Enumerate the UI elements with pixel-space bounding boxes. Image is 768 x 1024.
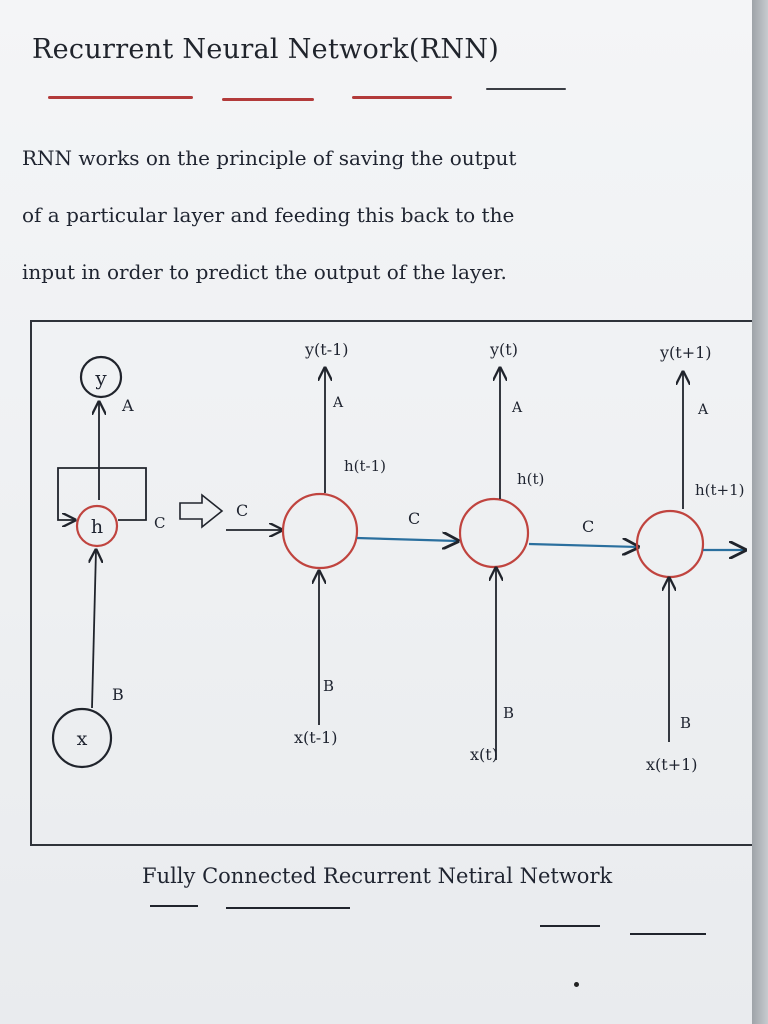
diagram-caption: Fully Connected Recurrent Netiral Networ… <box>142 864 613 888</box>
recurrent-label: C <box>582 517 594 536</box>
hidden-node-label: h <box>91 516 103 538</box>
rnn-diagram: y A h C x B C y(t-1) A h(t-1) B x(t-1) <box>51 340 752 935</box>
output-label: y(t-1) <box>304 340 349 359</box>
hidden-state-label: h(t) <box>517 470 544 488</box>
recurrent-link <box>528 544 638 547</box>
folded-rnn: y A h C x B <box>51 355 165 769</box>
paragraph-line: of a particular layer and feeding this b… <box>22 203 515 227</box>
paragraph-line: RNN works on the principle of saving the… <box>22 146 517 170</box>
title-underline <box>486 88 566 90</box>
output-node-y <box>79 355 123 399</box>
input-weight-label: B <box>680 714 691 732</box>
hidden-state-label: h(t-1) <box>344 457 386 475</box>
input-label: x(t+1) <box>646 755 698 774</box>
rnn-step: y(t-1) A h(t-1) B x(t-1) <box>281 340 386 747</box>
title-underline <box>48 96 193 99</box>
input-arrow <box>92 550 96 709</box>
page-edge <box>752 0 768 1024</box>
input-label: x(t) <box>470 745 498 764</box>
weight-label-c: C <box>154 514 165 532</box>
recurrent-link <box>356 538 458 541</box>
input-weight-label: B <box>323 677 334 695</box>
rnn-step: y(t+1) A h(t+1) B x(t+1) <box>635 343 745 774</box>
title-underline <box>352 96 452 99</box>
input-node-x <box>51 707 113 769</box>
weight-label-a: A <box>121 396 134 415</box>
input-node-label: x <box>77 728 88 750</box>
output-label: y(t+1) <box>659 343 712 362</box>
unfold-arrow-icon <box>179 493 224 529</box>
output-node-label: y <box>94 366 107 390</box>
page-title: Recurrent Neural Network(RNN) <box>32 34 500 65</box>
output-weight-label: A <box>332 395 344 411</box>
output-weight-label: A <box>511 400 523 416</box>
recurrent-label: C <box>408 509 420 528</box>
rnn-cell <box>635 509 705 579</box>
input-weight-label: B <box>503 704 514 722</box>
rnn-cell <box>458 497 530 569</box>
recurrent-loop <box>57 467 147 520</box>
ink-dot <box>574 982 579 987</box>
diagram-frame <box>30 320 758 846</box>
paragraph-line: input in order to predict the output of … <box>22 260 507 284</box>
weight-label-b: B <box>112 685 124 704</box>
output-weight-label: A <box>697 402 709 418</box>
title-underline <box>222 98 314 101</box>
rnn-cell <box>281 492 359 570</box>
intro-paragraph: RNN works on the principle of saving the… <box>22 130 738 301</box>
output-label: y(t) <box>489 340 518 359</box>
input-label: x(t-1) <box>294 728 338 747</box>
hidden-node-h <box>75 504 119 548</box>
entry-label: C <box>236 501 248 520</box>
hidden-state-label: h(t+1) <box>695 481 745 499</box>
rnn-step: y(t) A h(t) B x(t) <box>458 340 544 764</box>
